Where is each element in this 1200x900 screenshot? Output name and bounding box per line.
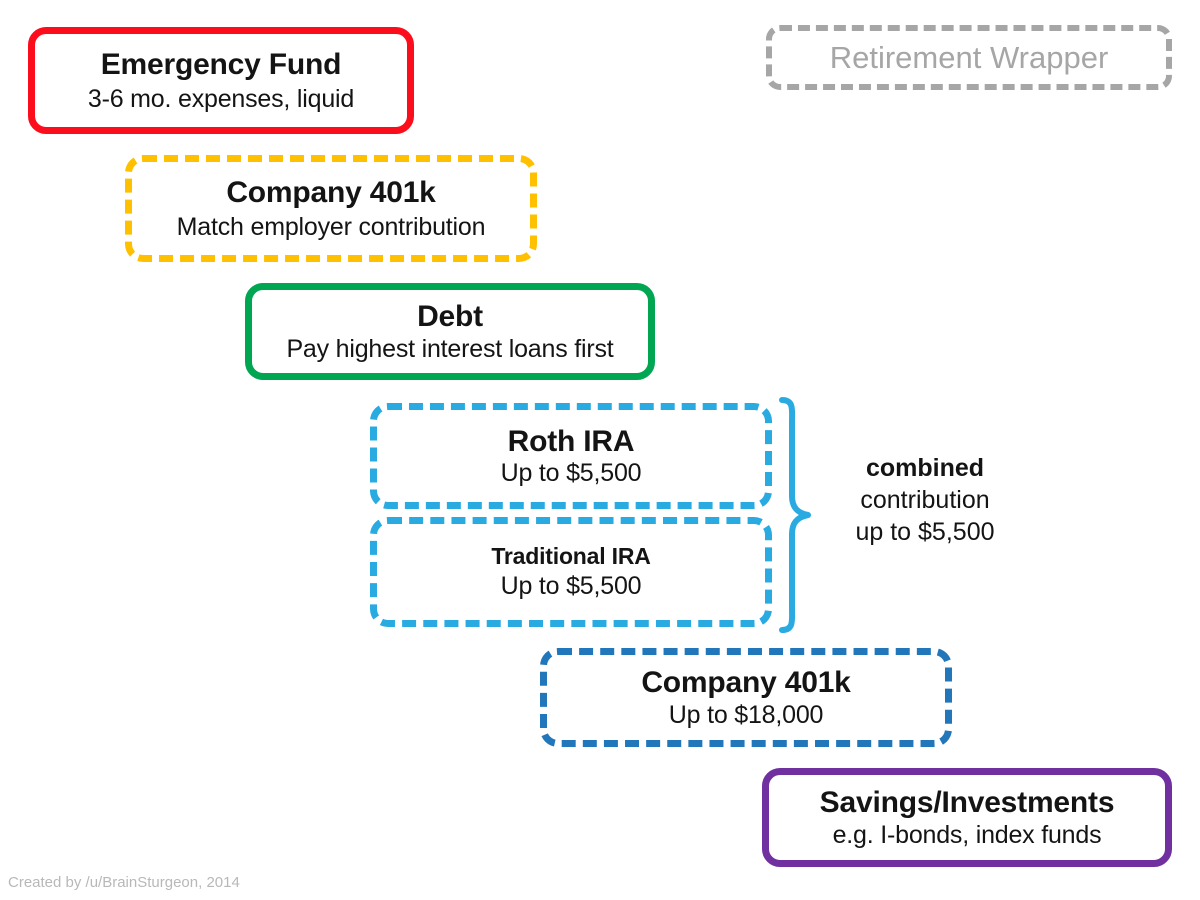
step-box-company-401k-cap[interactable]: Company 401k Up to $18,000	[540, 648, 952, 747]
combined-brace-icon	[779, 397, 811, 633]
step-box-traditional-ira[interactable]: Traditional IRA Up to $5,500	[370, 517, 772, 627]
step-title-company-401k-match: Company 401k	[226, 176, 436, 210]
combined-contribution-note: combined contribution up to $5,500	[830, 452, 1020, 548]
step-subtitle-company-401k-match: Match employer contribution	[176, 212, 486, 241]
step-title-emergency-fund: Emergency Fund	[100, 48, 342, 82]
step-subtitle-emergency-fund: 3-6 mo. expenses, liquid	[87, 84, 355, 113]
step-subtitle-company-401k-cap: Up to $18,000	[668, 700, 824, 729]
credit-text: Created by /u/BrainSturgeon, 2014	[8, 874, 240, 891]
step-title-roth-ira: Roth IRA	[507, 424, 635, 458]
step-title-debt: Debt	[417, 300, 483, 334]
step-box-debt[interactable]: Debt Pay highest interest loans first	[245, 283, 655, 380]
combined-note-line-3: up to $5,500	[855, 518, 995, 546]
step-subtitle-roth-ira: Up to $5,500	[500, 459, 642, 488]
step-box-roth-ira[interactable]: Roth IRA Up to $5,500	[370, 403, 772, 509]
combined-note-line-1: combined	[865, 454, 985, 482]
combined-note-line-2: contribution	[860, 486, 990, 514]
step-subtitle-debt: Pay highest interest loans first	[286, 334, 614, 363]
step-box-company-401k-match[interactable]: Company 401k Match employer contribution	[125, 155, 537, 262]
step-subtitle-savings-investments: e.g. I-bonds, index funds	[832, 820, 1102, 849]
step-title-savings-investments: Savings/Investments	[819, 786, 1115, 820]
step-box-emergency-fund[interactable]: Emergency Fund 3-6 mo. expenses, liquid	[28, 27, 414, 134]
retirement-wrapper-label: Retirement Wrapper	[766, 25, 1172, 90]
step-box-savings-investments[interactable]: Savings/Investments e.g. I-bonds, index …	[762, 768, 1172, 867]
step-title-traditional-ira: Traditional IRA	[491, 543, 651, 570]
step-title-company-401k-cap: Company 401k	[641, 666, 851, 700]
step-subtitle-traditional-ira: Up to $5,500	[500, 572, 642, 601]
